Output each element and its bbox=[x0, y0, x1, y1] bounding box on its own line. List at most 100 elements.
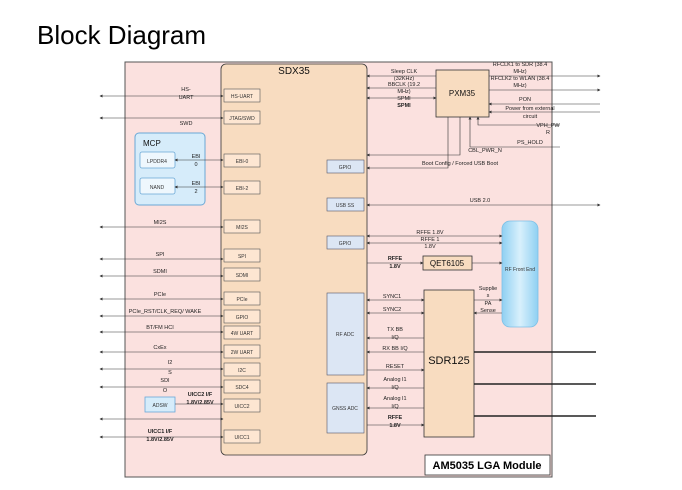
left-signal-lines bbox=[99, 94, 224, 439]
sig-rfclk2-a: RFCLK2 to WLAN (38.4 bbox=[491, 76, 550, 82]
nand-label: NAND bbox=[150, 185, 165, 191]
port-uicc1: UICC1 bbox=[234, 435, 249, 441]
qet6105-label: QET6105 bbox=[430, 259, 465, 268]
sig-ext-power-b: circuit bbox=[523, 114, 538, 120]
sig-rffe: RFFE 1.8V bbox=[416, 230, 444, 236]
sig-rffe-sdr-a: RFFE bbox=[388, 415, 403, 421]
pxm-lines bbox=[366, 74, 601, 207]
sig-rx-bb: RX BB I/Q bbox=[382, 346, 408, 352]
port-uicc2: UICC2 bbox=[234, 404, 249, 410]
port-ebi2: EBI-2 bbox=[236, 186, 249, 192]
sig-coex: CxEx bbox=[153, 345, 166, 351]
port-sdc4: SDC4 bbox=[235, 385, 249, 391]
sig-ps-hold: PS_HOLD bbox=[517, 140, 543, 146]
sig-mi2s: MI2S bbox=[154, 220, 167, 226]
sig-sleep-clk-b: (32KHz) bbox=[394, 76, 414, 82]
sig-supply-b: s bbox=[487, 293, 490, 299]
sig-sdio-a: SDI bbox=[160, 378, 170, 384]
sig-tx-bb-a: TX BB bbox=[387, 327, 403, 333]
sig-supply-c: PA bbox=[485, 301, 492, 307]
mcp-ebi2-b: 2 bbox=[194, 189, 197, 195]
pxm-labels: Sleep CLK (32KHz) BBCLK (19.2 MHz) SPMI … bbox=[388, 62, 560, 204]
sig-hs-uart-a: HS- bbox=[181, 87, 191, 93]
port-gpio: GPIO bbox=[236, 315, 249, 321]
sig-analog-b: I/Q bbox=[391, 385, 399, 391]
port-ebi0: EBI-0 bbox=[236, 159, 249, 165]
sig-sync1: SYNC1 bbox=[383, 294, 401, 300]
port-pcie: PCIe bbox=[236, 297, 247, 303]
port-jtag: JTAG/SWD bbox=[229, 116, 255, 122]
sig-sleep-clk-a: Sleep CLK bbox=[391, 69, 418, 75]
sig-cbl-pwr: CBL_PWR_N bbox=[468, 148, 502, 154]
sig-pcie-ctrl: PCIe_RST/CLK_REQ/ WAKE bbox=[129, 309, 202, 315]
port-hs-uart: HS-UART bbox=[231, 94, 253, 100]
slide-title: Block Diagram bbox=[37, 20, 207, 50]
port-uart2: 2W UART bbox=[231, 350, 253, 356]
sig-bt: BT/FM HCI bbox=[146, 325, 174, 331]
sig-uicc2-a: UICC2 I/F bbox=[188, 392, 213, 398]
port-mi2s: MI2S bbox=[236, 225, 248, 231]
sig-hs-uart-b: UART bbox=[179, 95, 195, 101]
sig-uicc1-b: 1.8V/2.85V bbox=[146, 437, 174, 443]
sdr125-block bbox=[423, 289, 475, 438]
sig-ext-power-a: Power from external bbox=[505, 106, 554, 112]
sig-supply-a: Supplie bbox=[479, 286, 497, 292]
port-rf-adc: RF ADC bbox=[336, 332, 355, 338]
port-uart4: 4W UART bbox=[231, 331, 253, 337]
sig-sync2: SYNC2 bbox=[383, 307, 401, 313]
sdx-right-ports bbox=[326, 159, 365, 434]
sig-boot-cfg: Boot Config / Forced USB Boot bbox=[422, 161, 499, 167]
sig-sdmi: SDMI bbox=[153, 269, 167, 275]
rf-out-lines bbox=[474, 351, 596, 417]
sig-spmi: SPMI bbox=[397, 96, 411, 102]
port-gpio-b: GPIO bbox=[339, 241, 352, 247]
sig-vph-a: VPH_PW bbox=[536, 123, 560, 129]
sig-bbclk-2: MHz) bbox=[397, 89, 410, 95]
sig-i2s-b: S bbox=[168, 370, 172, 376]
sig-rfclk2-b: MHz) bbox=[513, 83, 526, 89]
pxm35-label: PXM35 bbox=[449, 89, 476, 98]
sdr125-label: SDR125 bbox=[428, 355, 470, 367]
rf-labels: RFFE 1.8V RFFE 1 1.8V RFFE 1.8V SYNC1 SY… bbox=[382, 230, 497, 429]
rf-front-end-label: RF Front End bbox=[505, 267, 535, 273]
adsw-label: ADSW bbox=[153, 403, 168, 409]
sig-i2s-a: I2 bbox=[168, 360, 173, 366]
sdx35-label: SDX35 bbox=[278, 66, 310, 77]
rf-front-end-block bbox=[501, 220, 539, 328]
lpddr-label: LPDDR4 bbox=[147, 159, 167, 165]
sig-rffe-sdr-b: 1.8V bbox=[389, 423, 401, 429]
mcp-ebi0-b: 0 bbox=[194, 162, 197, 168]
sig-rffe-2: RFFE 1 bbox=[421, 237, 440, 243]
port-spi: SPI bbox=[238, 254, 246, 260]
sdx-left-ports bbox=[223, 88, 261, 444]
rf-lines bbox=[366, 234, 503, 427]
port-gpio-a: GPIO bbox=[339, 165, 352, 171]
sig-reset: RESET bbox=[386, 364, 405, 370]
sig-uicc1-a: UICC1 I/F bbox=[148, 429, 173, 435]
module-label: AM5035 LGA Module bbox=[433, 460, 542, 472]
sig-rffe-qet-a: RFFE bbox=[388, 256, 403, 262]
sig-spi: SPI bbox=[156, 252, 165, 258]
pxm35-block bbox=[435, 69, 490, 118]
mcp-ebi2-a: EBI bbox=[192, 181, 201, 187]
port-i2c: I2C bbox=[238, 368, 246, 374]
sig-vph-b: R bbox=[546, 130, 550, 136]
sig-sdio-b: O bbox=[163, 388, 168, 394]
sig-tx-bb-b: I/Q bbox=[391, 335, 399, 341]
adsw-block bbox=[144, 396, 176, 413]
module-label-box bbox=[424, 454, 551, 476]
sig-supply-d: Sense bbox=[480, 308, 496, 314]
sdx-left-port-labels: HS-UART JTAG/SWD EBI-0 EBI-2 MI2S SPI SD… bbox=[229, 94, 255, 441]
port-gnss-adc: GNSS ADC bbox=[332, 406, 358, 412]
sig-pcie: PCIe bbox=[154, 292, 166, 298]
sig-analog2-a: Analog I1 bbox=[383, 396, 406, 402]
sig-pon: PON bbox=[519, 97, 531, 103]
left-signal-labels: HS- UART SWD MI2S SPI SDMI PCIe PCIe_RST… bbox=[129, 87, 214, 443]
sig-analog-a: Analog I1 bbox=[383, 377, 406, 383]
port-sdmi: SDMI bbox=[236, 273, 249, 279]
sig-rfclk1-a: RFCLK1 to SDR (38.4 bbox=[493, 62, 547, 68]
mcp-label: MCP bbox=[143, 139, 161, 148]
sig-usb: USB 2.0 bbox=[470, 198, 490, 204]
sig-spmi-2: SPMI bbox=[397, 103, 411, 109]
